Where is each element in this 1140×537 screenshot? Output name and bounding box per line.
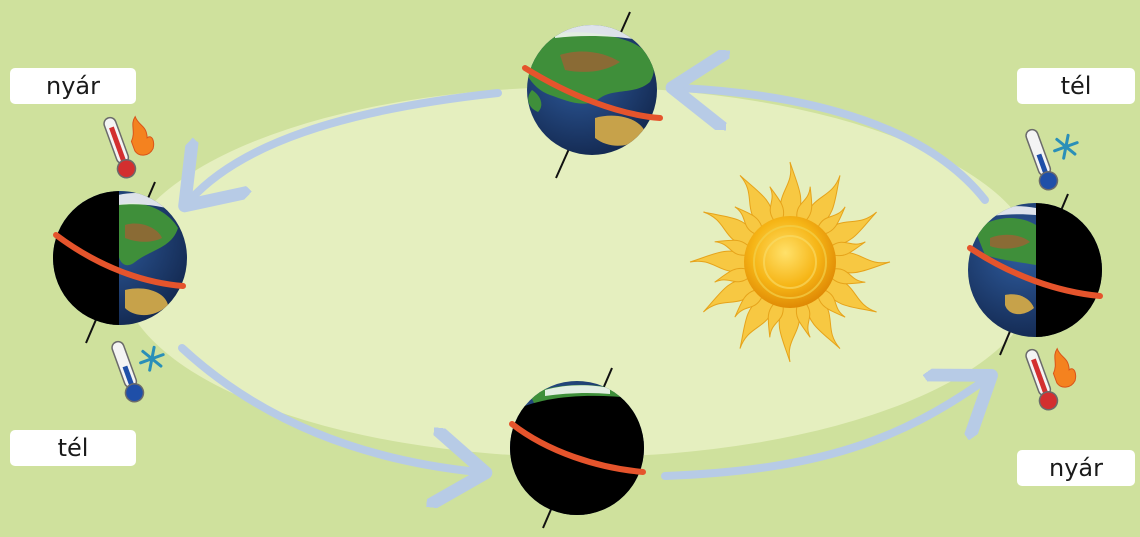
cold-thermometer-icon	[111, 340, 165, 403]
cold-thermometer-icon	[1025, 128, 1079, 191]
earth-globe-icon	[509, 367, 646, 529]
hot-thermometer-icon	[103, 115, 155, 179]
orbit-arrow-icon	[178, 344, 478, 472]
sun-icon	[689, 161, 891, 363]
season-label-summer-left: nyár	[10, 68, 136, 104]
orbit-arrow-icon	[661, 380, 985, 480]
orbit-arrows	[178, 88, 989, 480]
orbit-arrow-icon	[190, 89, 502, 200]
season-label-winter-left: tél	[10, 430, 136, 466]
orbit-ellipse	[120, 87, 1040, 457]
orbit-arrow-icon	[680, 88, 989, 204]
season-label-summer-right: nyár	[1017, 450, 1135, 486]
season-label-winter-right: tél	[1017, 68, 1135, 104]
hot-thermometer-icon	[1025, 347, 1077, 411]
